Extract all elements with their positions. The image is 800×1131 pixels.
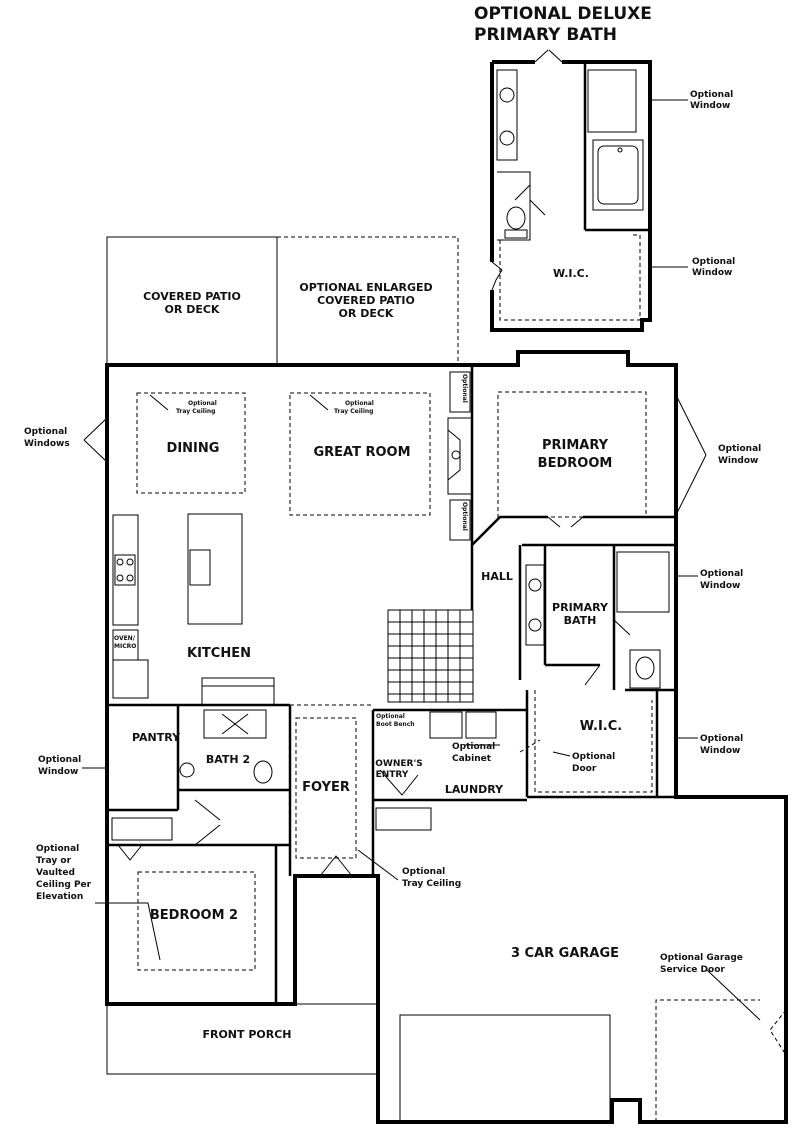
hall-label: HALL bbox=[481, 570, 513, 583]
bath2-label: BATH 2 bbox=[206, 753, 250, 766]
tray-great-1: Optional bbox=[345, 400, 374, 407]
opt-cabinet-1: Optional bbox=[452, 742, 495, 752]
primary-bedroom-label-2: BEDROOM bbox=[538, 456, 613, 471]
deluxe-bath-title-line1: OPTIONAL DELUXE bbox=[474, 4, 652, 24]
fireplace-opt-bottom: Optional bbox=[461, 502, 468, 531]
owners-entry-label-1: OWNER'S bbox=[375, 759, 422, 769]
opt-garage-door-2: Service Door bbox=[660, 965, 725, 975]
opt-window-primary-bed-2: Window bbox=[718, 456, 758, 466]
opt-window-deluxe-top-2: Window bbox=[690, 101, 730, 111]
garage-doors bbox=[399, 999, 787, 1123]
fireplace bbox=[447, 371, 473, 541]
house-walls bbox=[105, 350, 788, 1124]
opt-tray-bedroom2-1: Optional bbox=[36, 844, 79, 854]
primary-bath-label-2: BATH bbox=[564, 614, 597, 627]
kitchen-label: KITCHEN bbox=[187, 646, 251, 661]
garage-label: 3 CAR GARAGE bbox=[511, 946, 619, 961]
opt-window-deluxe-bottom-1: Optional bbox=[692, 257, 735, 267]
opt-tray-bedroom2-5: Elevation bbox=[36, 892, 83, 902]
oven-micro-1: OVEN/ bbox=[114, 635, 136, 642]
fireplace-opt-top: Optional bbox=[461, 374, 468, 403]
deluxe-bath-title-line2: PRIMARY BATH bbox=[474, 25, 617, 45]
opt-tray-bedroom2-2: Tray or bbox=[36, 856, 72, 866]
opt-window-deluxe-bottom-2: Window bbox=[692, 268, 732, 278]
opt-window-wic-1: Optional bbox=[700, 734, 743, 744]
opt-window-primary-bath-1: Optional bbox=[700, 569, 743, 579]
covered-patio-label-1: COVERED PATIO bbox=[143, 290, 241, 303]
primary-bath-fixtures bbox=[525, 551, 670, 689]
opt-window-primary-bed-1: Optional bbox=[718, 444, 761, 454]
opt-tray-bedroom2-3: Vaulted bbox=[36, 868, 75, 878]
oven-micro-2: MICRO bbox=[114, 643, 136, 650]
opt-door-2: Door bbox=[572, 764, 597, 774]
great-room-label: GREAT ROOM bbox=[313, 445, 410, 460]
dining-label: DINING bbox=[167, 441, 220, 456]
opt-cabinet-2: Cabinet bbox=[452, 754, 492, 764]
enlarged-patio-label-2: COVERED PATIO bbox=[317, 294, 415, 307]
opt-door-1: Optional bbox=[572, 752, 615, 762]
front-porch-label: FRONT PORCH bbox=[202, 1028, 291, 1041]
laundry-label: LAUNDRY bbox=[445, 783, 504, 796]
opt-window-pantry-1: Optional bbox=[38, 755, 81, 765]
opt-boot-bench-1: Optional bbox=[376, 713, 405, 720]
opt-boot-bench-2: Boot Bench bbox=[376, 721, 415, 728]
foyer-label: FOYER bbox=[302, 780, 350, 795]
tray-dining-1: Optional bbox=[188, 400, 217, 407]
bath2-fixtures bbox=[111, 709, 273, 861]
wic-main-label: W.I.C. bbox=[580, 719, 622, 734]
covered-patio-label-2: OR DECK bbox=[165, 303, 220, 316]
bedroom2-label: BEDROOM 2 bbox=[150, 908, 238, 923]
pantry-label: PANTRY bbox=[132, 731, 181, 744]
owners-entry-label-2: ENTRY bbox=[376, 770, 409, 780]
opt-window-deluxe-top-1: Optional bbox=[690, 90, 733, 100]
tray-dining-2: Tray Ceiling bbox=[176, 408, 215, 415]
enlarged-patio-label-1: OPTIONAL ENLARGED bbox=[299, 281, 432, 294]
front-porch bbox=[106, 1003, 379, 1075]
primary-bath-label-1: PRIMARY bbox=[552, 601, 609, 614]
wic-deluxe-label: W.I.C. bbox=[553, 267, 589, 280]
stairs bbox=[387, 609, 474, 703]
tray-great-2: Tray Ceiling bbox=[334, 408, 373, 415]
primary-bedroom-label-1: PRIMARY bbox=[542, 438, 609, 453]
opt-tray-bedroom2-4: Ceiling Per bbox=[36, 880, 92, 890]
opt-window-wic-2: Window bbox=[700, 746, 740, 756]
opt-window-pantry-2: Window bbox=[38, 767, 78, 777]
entry-fixtures bbox=[319, 711, 541, 877]
opt-tray-foyer-2: Tray Ceiling bbox=[402, 879, 461, 889]
opt-garage-door-1: Optional Garage bbox=[660, 953, 743, 963]
enlarged-patio-label-3: OR DECK bbox=[339, 307, 394, 320]
kitchen-fixtures bbox=[112, 513, 275, 706]
opt-windows-left-1: Optional bbox=[24, 427, 67, 437]
opt-windows-left-2: Windows bbox=[24, 439, 70, 449]
opt-tray-foyer-1: Optional bbox=[402, 867, 445, 877]
opt-window-primary-bath-2: Window bbox=[700, 581, 740, 591]
deluxe-bath-inset: W.I.C. bbox=[490, 49, 688, 332]
shower-tile bbox=[587, 69, 637, 133]
window-pointers bbox=[82, 394, 761, 1021]
